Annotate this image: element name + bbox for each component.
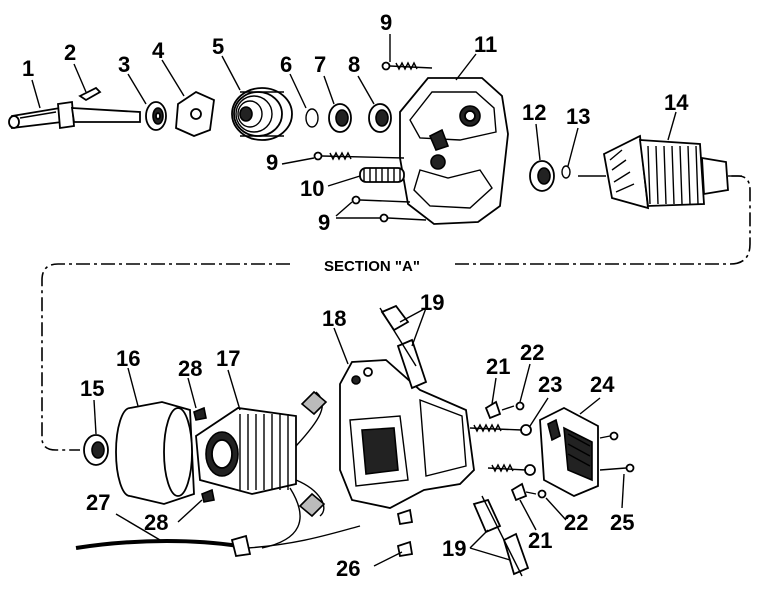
part-22-screw-top	[501, 401, 525, 411]
part-10-spring	[359, 167, 405, 183]
part-15-bearing	[83, 434, 109, 466]
part-24-end-cover	[539, 406, 599, 497]
part-7-bearing	[328, 103, 352, 133]
callout-18: 18	[322, 306, 346, 331]
part-2-key	[78, 86, 102, 102]
part-1-shaft	[8, 100, 141, 130]
callout-6: 6	[280, 52, 292, 77]
part-12-bearing	[529, 160, 555, 192]
part-14-armature	[578, 134, 742, 210]
callout-21-top: 21	[486, 354, 510, 379]
part-28-clip-bottom	[201, 488, 215, 503]
part-16-baffle	[115, 401, 195, 505]
callout-19-bottom: 19	[442, 536, 466, 561]
part-3-bearing	[145, 101, 167, 131]
callout-4: 4	[152, 38, 165, 63]
callout-1: 1	[22, 56, 34, 81]
part-8-bearing	[368, 103, 392, 133]
callout-2: 2	[64, 40, 76, 65]
section-a-boundary	[41, 175, 751, 451]
callout-13: 13	[566, 104, 590, 129]
part-11-gear-case	[399, 77, 509, 225]
callout-27: 27	[86, 490, 110, 515]
callout-17: 17	[216, 346, 240, 371]
part-23-screws	[469, 423, 536, 476]
callout-9-bottom: 9	[318, 210, 330, 235]
callout-26: 26	[336, 556, 360, 581]
part-6-ring	[305, 108, 319, 128]
section-a-label: SECTION "A"	[324, 258, 420, 275]
callout-7: 7	[314, 52, 326, 77]
part-4-plate	[175, 90, 215, 137]
callout-12: 12	[522, 100, 546, 125]
part-9-screw-bottom	[351, 195, 427, 223]
callout-8: 8	[348, 52, 360, 77]
part-21-clip-top	[484, 400, 502, 420]
part-13-ring	[561, 165, 571, 179]
callout-16: 16	[116, 346, 140, 371]
part-28-clip-top	[193, 406, 207, 421]
part-26-screw	[396, 508, 414, 558]
callout-numbers: 1 2 3 4 5 6 7 8 9 9 9 10 11 12 13 14 15 …	[22, 10, 689, 581]
part-18-housing	[339, 359, 475, 509]
callout-3: 3	[118, 52, 130, 77]
callout-19-top: 19	[420, 290, 444, 315]
callout-28-top: 28	[178, 356, 202, 381]
part-22-screw-bottom	[525, 489, 547, 499]
callout-28-bottom: 28	[144, 510, 168, 535]
part-9-screw-top	[381, 61, 433, 71]
callout-9-mid: 9	[266, 150, 278, 175]
callout-24: 24	[590, 372, 615, 397]
callout-22-top: 22	[520, 340, 544, 365]
callout-9-top: 9	[380, 10, 392, 35]
part-19-brush-bottom	[472, 495, 530, 577]
callout-5: 5	[212, 34, 224, 59]
part-25-screws	[599, 431, 635, 473]
part-9-screw-mid	[313, 151, 405, 161]
callout-22-bottom: 22	[564, 510, 588, 535]
callout-25: 25	[610, 510, 634, 535]
callout-23: 23	[538, 372, 562, 397]
part-5-gear	[231, 87, 293, 141]
callout-15: 15	[80, 376, 104, 401]
part-27-cord	[75, 525, 361, 558]
part-19-brush-top	[379, 304, 428, 390]
leader-lines	[31, 34, 677, 567]
part-17-field	[195, 390, 328, 549]
callout-14: 14	[664, 90, 689, 115]
callout-21-bottom: 21	[528, 528, 552, 553]
callout-11: 11	[474, 32, 497, 57]
part-21-clip-bottom	[510, 482, 528, 502]
callout-10: 10	[300, 176, 324, 201]
